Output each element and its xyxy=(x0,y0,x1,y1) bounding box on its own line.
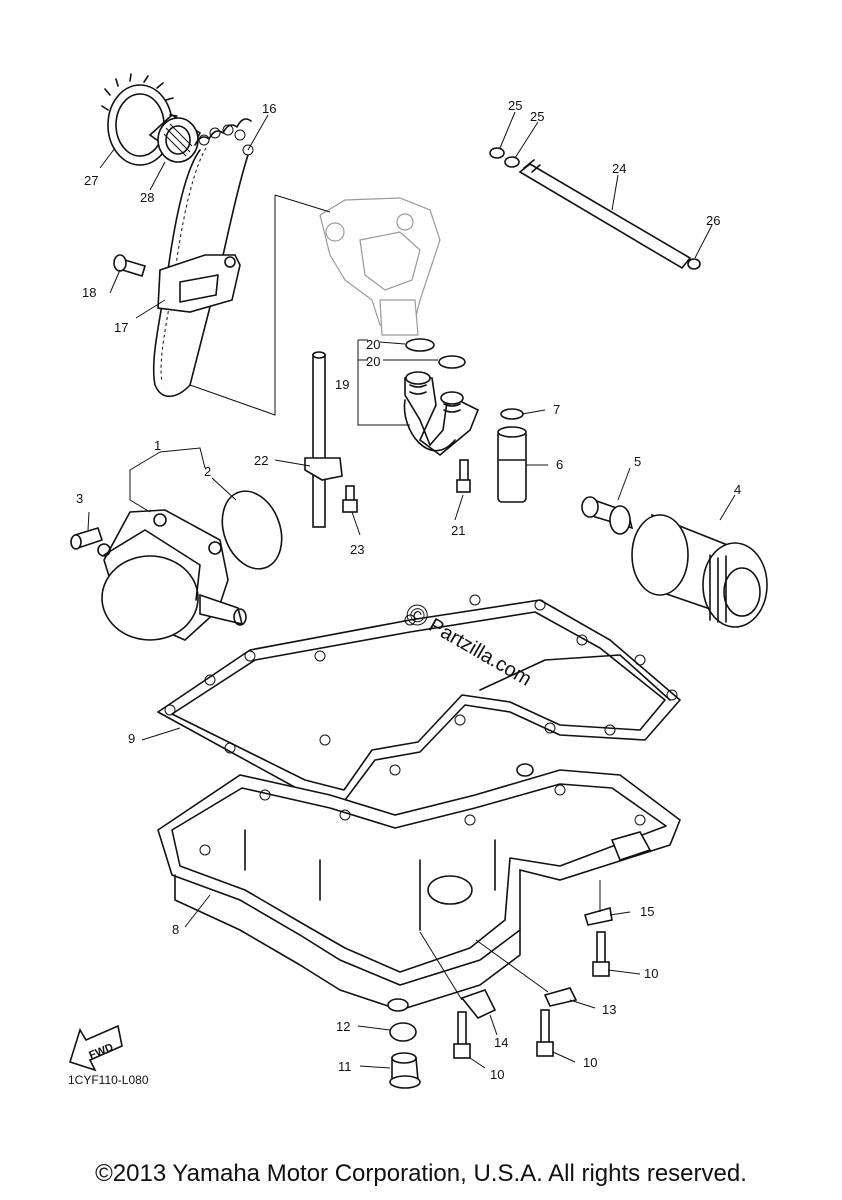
pan-bolt-a xyxy=(453,1011,471,1059)
callout-15: 15 xyxy=(640,904,654,919)
chain-guide xyxy=(157,254,241,313)
callout-11: 11 xyxy=(338,1059,352,1074)
callout-6: 6 xyxy=(556,457,563,472)
watermark-symbol: © xyxy=(405,603,429,630)
callout-10-c: 10 xyxy=(583,1055,597,1070)
callout-20-b: 20 xyxy=(366,354,380,369)
bracket-13 xyxy=(543,987,578,1007)
cooler-bolt xyxy=(70,527,104,550)
clamp-15 xyxy=(583,906,613,926)
callout-19: 19 xyxy=(335,377,349,392)
watermark-text: Partzilla.com xyxy=(425,614,535,690)
pan-bolt-b xyxy=(536,1009,554,1057)
union-bolt xyxy=(581,496,634,535)
oil-pump-ghost xyxy=(319,197,441,336)
drain-bolt xyxy=(389,1052,421,1089)
callout-22: 22 xyxy=(254,453,268,468)
callout-13: 13 xyxy=(602,1002,616,1017)
callout-17: 17 xyxy=(114,320,128,335)
callout-12: 12 xyxy=(336,1019,350,1034)
callout-9: 9 xyxy=(128,731,135,746)
callout-16: 16 xyxy=(262,101,276,116)
tube-bolt xyxy=(342,485,358,513)
fwd-arrow: FWD xyxy=(68,1024,123,1072)
oil-filter xyxy=(631,513,768,628)
callout-20-a: 20 xyxy=(366,337,380,352)
diagram-code: 1CYF110-L080 xyxy=(68,1073,149,1087)
callout-28: 28 xyxy=(140,190,154,205)
oil-pan xyxy=(157,763,681,1012)
bracket-14 xyxy=(460,989,497,1019)
o-ring-7 xyxy=(500,408,524,420)
oil-level-tube xyxy=(304,351,343,528)
callout-10-b: 10 xyxy=(490,1067,504,1082)
copyright-notice: ©2013 Yamaha Motor Corporation, U.S.A. A… xyxy=(95,1160,747,1187)
pump-reference-line xyxy=(189,194,331,416)
callout-24: 24 xyxy=(612,161,626,176)
callout-25-a: 25 xyxy=(508,98,522,113)
relief-valve xyxy=(497,426,527,503)
bearing xyxy=(148,113,202,163)
pipe-bolt xyxy=(456,459,471,493)
callout-1: 1 xyxy=(154,438,161,453)
callout-7: 7 xyxy=(553,402,560,417)
callout-8: 8 xyxy=(172,922,179,937)
callout-18: 18 xyxy=(82,285,96,300)
callout-27: 27 xyxy=(84,173,98,188)
pan-bolt-c xyxy=(592,931,610,977)
callout-23: 23 xyxy=(350,542,364,557)
callout-4: 4 xyxy=(734,482,741,497)
callout-labels: 1 2 3 4 5 6 7 8 9 10 10 10 11 12 13 14 1… xyxy=(76,98,741,1082)
oil-pan-gasket xyxy=(157,594,681,801)
callout-25-b: 25 xyxy=(530,109,544,124)
callout-21: 21 xyxy=(451,523,465,538)
callout-26: 26 xyxy=(706,213,720,228)
cooler-o-ring xyxy=(221,490,283,570)
callout-3: 3 xyxy=(76,491,83,506)
callout-5: 5 xyxy=(634,454,641,469)
callout-10-a: 10 xyxy=(644,966,658,981)
oil-cooler xyxy=(97,509,247,641)
callout-2: 2 xyxy=(204,464,211,479)
oil-pipe-24 xyxy=(489,147,701,270)
callout-14: 14 xyxy=(494,1035,508,1050)
callout-leaders xyxy=(87,111,736,1069)
oil-delivery-pipe xyxy=(403,338,480,457)
guide-bolt xyxy=(113,254,146,278)
drain-washer xyxy=(389,1022,417,1042)
